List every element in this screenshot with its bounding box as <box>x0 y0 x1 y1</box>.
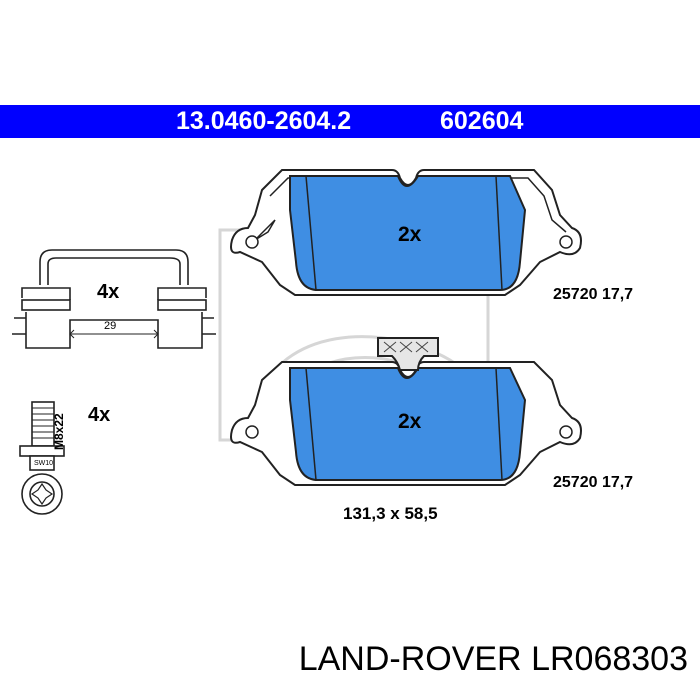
bottom-friction-material <box>289 367 527 481</box>
bolt-quantity: 4x <box>88 404 111 426</box>
bottom-right-hole <box>559 425 573 439</box>
top-friction-material <box>289 175 527 291</box>
top-left-hole <box>245 235 259 249</box>
wear-sensor-icon <box>377 337 439 371</box>
part-number: 13.0460-2604.2 <box>176 107 352 135</box>
pad-dimensions: 131,3 x 58,5 <box>343 504 438 523</box>
bottom-pad-quantity: 2x <box>398 410 422 433</box>
brand-name: LAND-ROVER <box>298 640 522 678</box>
bolt-icon <box>19 401 65 515</box>
reference-code: 602604 <box>440 107 524 135</box>
vehicle-part-reference: LAND-ROVER LR068303 <box>299 640 688 679</box>
top-pad-spec: 25720 17,7 <box>553 286 634 303</box>
top-pad-chamfer-right <box>495 175 503 291</box>
top-pad-quantity: 2x <box>398 223 422 246</box>
bottom-pad-chamfer-left <box>305 367 317 481</box>
bottom-pad-spec: 25720 17,7 <box>553 474 634 491</box>
bottom-left-hole <box>245 425 259 439</box>
bolt-head-label: SW10 <box>34 460 54 467</box>
part-number-banner: 13.0460-2604.2 602604 <box>0 105 700 138</box>
bolt-size: M8x22 <box>52 413 66 450</box>
top-brake-pad <box>230 169 582 296</box>
oem-part-number: LR068303 <box>531 640 688 678</box>
bottom-pad-chamfer-right <box>495 367 503 481</box>
top-right-hole <box>559 235 573 249</box>
anti-rattle-clip <box>12 249 216 349</box>
clip-dimension: 29 <box>104 320 117 332</box>
clip-quantity: 4x <box>97 281 120 303</box>
top-pad-chamfer-left <box>305 175 317 291</box>
bottom-brake-pad <box>230 337 582 486</box>
